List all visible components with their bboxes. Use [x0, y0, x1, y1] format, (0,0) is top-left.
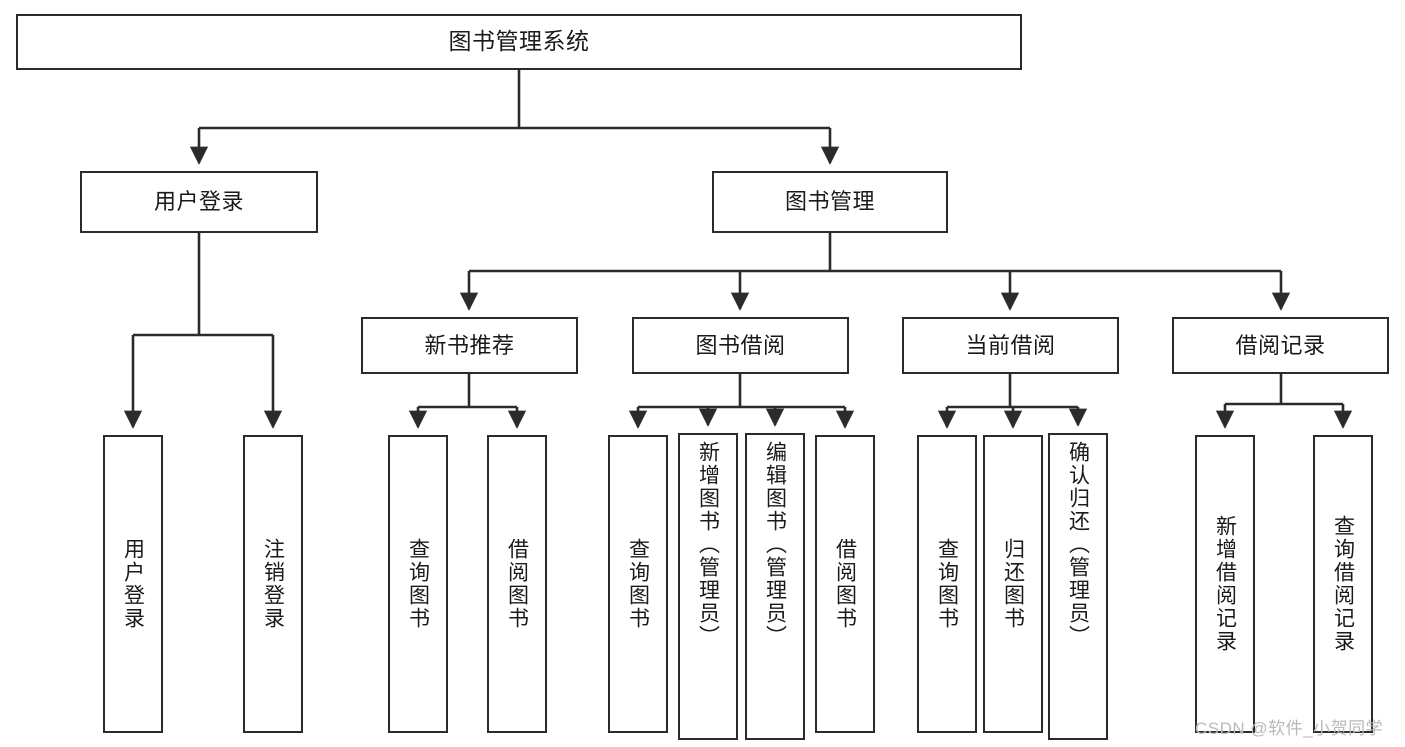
node-leaf-edit-book-label: 编辑图书（管理员）	[763, 441, 787, 648]
node-current-borrow-label: 当前借阅	[965, 332, 1056, 358]
node-leaf-edit-book[interactable]: 编辑图书（管理员）	[745, 433, 805, 740]
node-book-manage-label: 图书管理	[784, 189, 875, 215]
node-borrow-record-label: 借阅记录	[1235, 332, 1326, 358]
node-leaf-query-book-3[interactable]: 查询图书	[917, 435, 977, 733]
node-current-borrow[interactable]: 当前借阅	[902, 317, 1119, 374]
node-leaf-query-book-3-label: 查询图书	[935, 538, 959, 630]
node-leaf-add-book[interactable]: 新增图书（管理员）	[678, 433, 738, 740]
node-leaf-add-record-label: 新增借阅记录	[1213, 515, 1237, 653]
node-leaf-query-book-1-label: 查询图书	[406, 538, 430, 630]
node-new-book-recommend[interactable]: 新书推荐	[361, 317, 578, 374]
node-book-borrow-label: 图书借阅	[695, 332, 786, 358]
node-leaf-query-record-label: 查询借阅记录	[1331, 515, 1355, 653]
node-leaf-return-book-label: 归还图书	[1001, 538, 1025, 630]
node-leaf-confirm-return[interactable]: 确认归还（管理员）	[1048, 433, 1108, 740]
node-book-manage[interactable]: 图书管理	[712, 171, 948, 233]
watermark: CSDN @软件_小贺同学	[1195, 719, 1384, 738]
node-leaf-user-logout[interactable]: 注销登录	[243, 435, 303, 733]
node-user-login-label: 用户登录	[153, 189, 244, 215]
node-leaf-borrow-book-2[interactable]: 借阅图书	[815, 435, 875, 733]
node-user-login[interactable]: 用户登录	[80, 171, 318, 233]
node-leaf-borrow-book-2-label: 借阅图书	[833, 538, 857, 630]
node-leaf-borrow-book-1[interactable]: 借阅图书	[487, 435, 547, 733]
node-leaf-query-book-1[interactable]: 查询图书	[388, 435, 448, 733]
node-leaf-user-logout-label: 注销登录	[261, 538, 285, 630]
node-leaf-return-book[interactable]: 归还图书	[983, 435, 1043, 733]
node-leaf-query-book-2[interactable]: 查询图书	[608, 435, 668, 733]
node-borrow-record[interactable]: 借阅记录	[1172, 317, 1389, 374]
node-leaf-query-book-2-label: 查询图书	[626, 538, 650, 630]
node-book-borrow[interactable]: 图书借阅	[632, 317, 849, 374]
node-root-label: 图书管理系统	[448, 28, 590, 55]
node-leaf-confirm-return-label: 确认归还（管理员）	[1066, 441, 1090, 648]
node-leaf-add-book-label: 新增图书（管理员）	[696, 441, 720, 648]
node-leaf-add-record[interactable]: 新增借阅记录	[1195, 435, 1255, 733]
node-root[interactable]: 图书管理系统	[16, 14, 1022, 70]
node-leaf-borrow-book-1-label: 借阅图书	[505, 538, 529, 630]
node-leaf-user-login[interactable]: 用户登录	[103, 435, 163, 733]
node-leaf-query-record[interactable]: 查询借阅记录	[1313, 435, 1373, 733]
node-new-book-recommend-label: 新书推荐	[424, 332, 515, 358]
node-leaf-user-login-label: 用户登录	[121, 538, 145, 630]
